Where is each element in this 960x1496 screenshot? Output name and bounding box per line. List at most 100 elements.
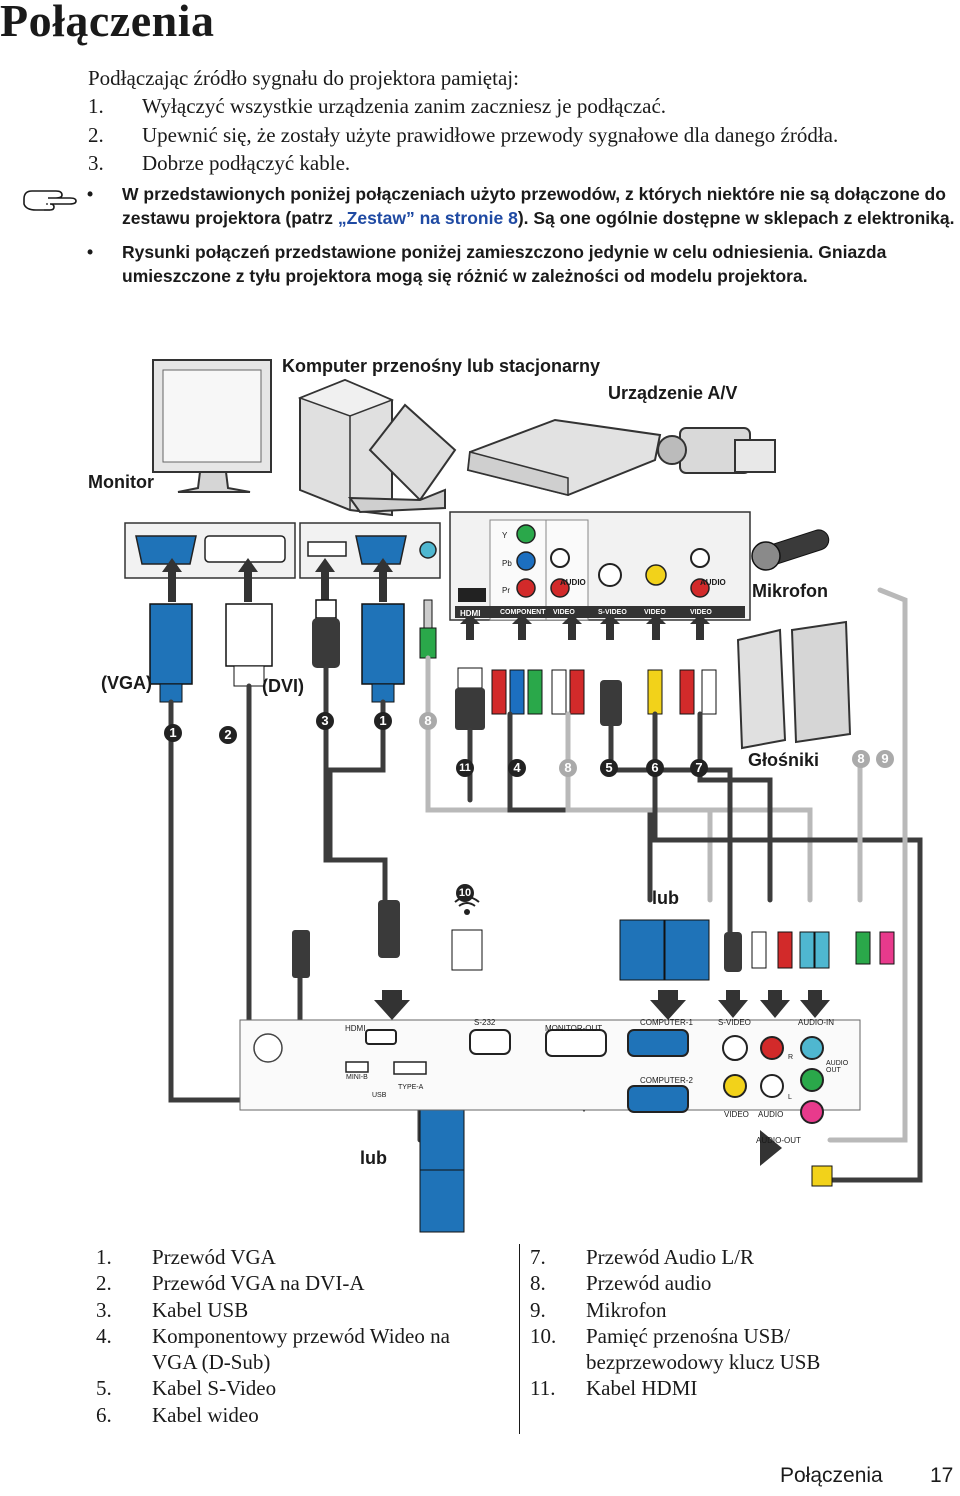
proj-port-type-a: TYPE-A	[398, 1084, 424, 1091]
port-label-pr: Pr	[502, 586, 510, 595]
list-item: 1. Wyłączyć wszystkie urządzenia zanim za…	[88, 92, 838, 121]
camcorder-illustration	[657, 427, 776, 474]
dvd-player-illustration	[466, 418, 662, 497]
note-item: W przedstawionych poniżej połączeniach u…	[85, 183, 955, 230]
proj-port-audio: AUDIO	[758, 1110, 784, 1119]
usb-plug-pc	[312, 599, 340, 668]
legend-list-right: 7.Przewód Audio L/R 8. Przewód audio 9. Mi…	[530, 1244, 950, 1402]
legend-item: 6. Kabel wideo	[96, 1402, 516, 1428]
av-device-label: Urządzenie A/V	[608, 383, 738, 403]
legend-item: 5. Kabel S-Video	[96, 1375, 516, 1401]
notes-list: W przedstawionych poniżej połączeniach u…	[85, 183, 955, 299]
legend-number: 6.	[96, 1402, 112, 1427]
callout-4: 4	[508, 759, 526, 777]
connection-diagram	[124, 359, 923, 1233]
step-text: Dobrze podłączyć kable.	[142, 151, 351, 175]
monitor-illustration	[152, 359, 272, 493]
step-text: Wyłączyć wszystkie urządzenia zanim zacz…	[142, 94, 667, 118]
port-label-pb: Pb	[502, 559, 512, 568]
legend-text: Kabel HDMI	[586, 1376, 698, 1401]
proj-port-monitor-out: MONITOR-OUT	[545, 1024, 603, 1033]
legend-item: 8. Przewód audio	[530, 1270, 950, 1296]
proj-port-usb: USB	[372, 1092, 387, 1099]
vga-plug-right	[361, 603, 405, 703]
steps-list: 1. Wyłączyć wszystkie urządzenia zanim za…	[88, 92, 838, 178]
page-title: Połączenia	[0, 0, 215, 46]
pc-tower-illustration	[297, 378, 395, 517]
dvi-label: (DVI)	[262, 676, 304, 696]
speakers-label: Głośniki	[748, 750, 820, 770]
proj-port-l: L	[788, 1094, 792, 1101]
proj-port-r: R	[788, 1054, 794, 1061]
legend-text: Mikrofon	[586, 1297, 667, 1322]
legend-item: 7.Przewód Audio L/R	[530, 1244, 950, 1270]
legend-text: Kabel wideo	[152, 1402, 259, 1427]
or-label: lub	[652, 888, 679, 908]
proj-port-audio-out-side: AUDIO OUT	[826, 1060, 849, 1074]
legend-divider	[519, 1244, 520, 1434]
callout-8: 8	[852, 750, 870, 768]
legend-item: 3.Kabel USB	[96, 1297, 516, 1323]
legend-list-left: 1.Przewód VGA 2.Przewód VGA na DVI-A 3.K…	[96, 1244, 516, 1428]
list-item: 3. Dobrze podłączyć kable.	[88, 149, 838, 178]
reference-link[interactable]: „Zestaw” na stronie 8	[337, 207, 518, 228]
monitor-label: Monitor	[88, 472, 154, 492]
step-number: 3.	[88, 151, 104, 175]
footer-section-title: Połączenia	[780, 1464, 883, 1487]
bottom-plugs	[292, 900, 895, 1233]
proj-port-hdmi: HDMI	[345, 1024, 366, 1033]
legend-item: 1.Przewód VGA	[96, 1244, 516, 1270]
vga-plug-left	[149, 603, 193, 703]
step-number: 1.	[88, 94, 104, 118]
callout-6: 6	[646, 759, 664, 777]
step-number: 2.	[88, 122, 104, 147]
legend-number: 7.	[530, 1245, 546, 1269]
legend-number: 8.	[530, 1271, 546, 1296]
legend-item: 9. Mikrofon	[530, 1297, 950, 1323]
or-label: lub	[360, 1148, 387, 1168]
port-label-audio: AUDIO	[560, 578, 586, 587]
legend-text: Kabel S-Video	[152, 1376, 277, 1401]
legend-text: Kabel USB	[152, 1297, 249, 1322]
callout-11: 11	[456, 759, 474, 777]
callout-2: 2	[219, 726, 237, 744]
vga-label: (VGA)	[101, 673, 152, 693]
legend-number: 2.	[96, 1271, 112, 1296]
intro-text: Podłączając źródło sygnału do projektora…	[88, 66, 519, 90]
legend-text: Komponentowy przewód Wideo na VGA (D-Sub…	[152, 1323, 450, 1375]
note-text: W przedstawionych poniżej połączeniach u…	[122, 184, 946, 228]
legend-number: 1.	[96, 1245, 112, 1269]
proj-port-video: VIDEO	[724, 1110, 749, 1119]
legend-item: 10. Pamięć przenośna USB/ bezprzewodowy k…	[530, 1323, 916, 1376]
audio-plug-pc	[419, 599, 437, 659]
speakers-illustration	[736, 620, 852, 750]
proj-port-rs232: S-232	[474, 1018, 496, 1027]
up-arrows	[162, 558, 710, 640]
legend-number: 10.	[530, 1323, 557, 1348]
callout-3: 3	[316, 712, 334, 730]
legend-number: 11.	[530, 1376, 556, 1401]
callout-8: 8	[559, 759, 577, 777]
port-label-hdmi: HDMI	[460, 609, 481, 618]
legend-text: Pamięć przenośna USB/ bezprzewodowy kluc…	[586, 1323, 821, 1375]
list-item: 2. Upewnić się, że zostały użyte prawidło…	[88, 121, 838, 150]
callout-5: 5	[600, 759, 618, 777]
proj-port-computer1: COMPUTER-1	[640, 1018, 693, 1027]
computer-label: Komputer przenośny lub stacjonarny	[282, 356, 601, 376]
pc-port-panel	[124, 522, 441, 579]
av-port-panel	[449, 511, 751, 621]
legend-number: 9.	[530, 1297, 546, 1322]
proj-port-svideo: S-VIDEO	[718, 1018, 751, 1027]
note-text: Rysunki połączeń przedstawione poniżej z…	[122, 242, 887, 286]
microphone-illustration	[751, 529, 830, 571]
legend-number: 5.	[96, 1376, 112, 1401]
legend-text: Przewód audio	[586, 1271, 712, 1296]
port-label-video: VIDEO	[690, 609, 712, 616]
port-label-y: Y	[502, 531, 508, 540]
projector-rear-panel	[239, 1019, 861, 1124]
callout-10: 10	[456, 884, 474, 902]
note-item: Rysunki połączeń przedstawione poniżej z…	[85, 241, 955, 288]
legend-item: 4.Komponentowy przewód Wideo na VGA (D-S…	[96, 1323, 482, 1376]
legend-item: 11. Kabel HDMI	[530, 1375, 950, 1401]
step-text: Upewnić się, że zostały użyte prawidłowe…	[142, 122, 839, 147]
